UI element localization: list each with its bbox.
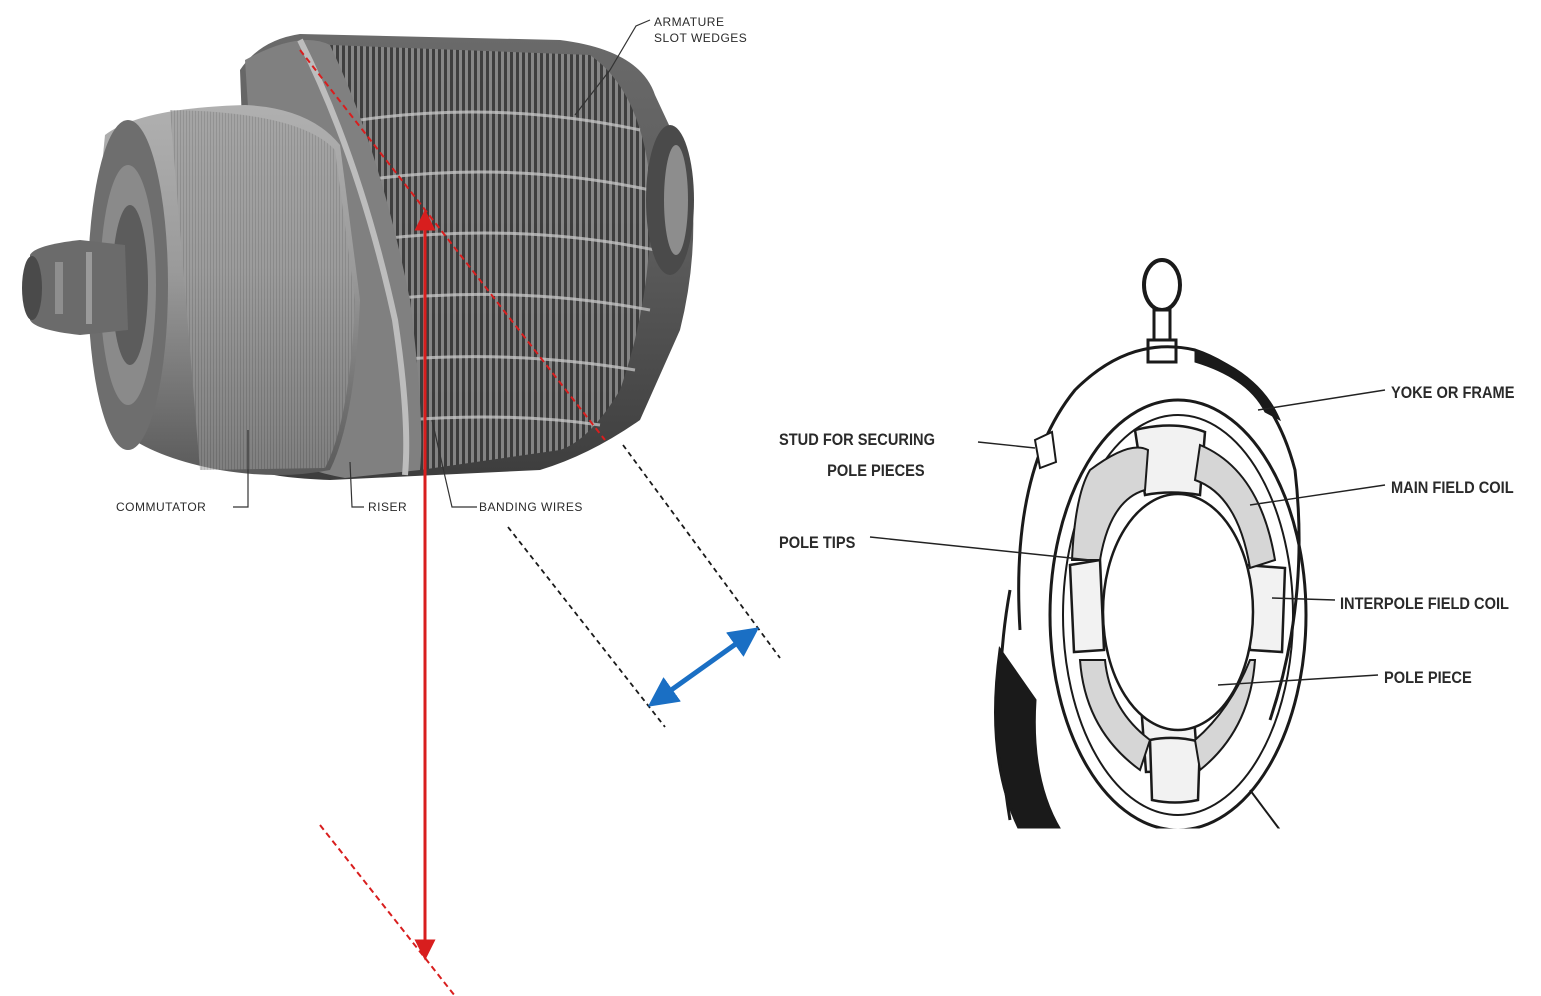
armature-illustration bbox=[22, 34, 694, 480]
frame-leaders bbox=[869, 389, 1386, 686]
main-field-coils bbox=[1070, 443, 1277, 772]
label-pole-tips: POLE TIPS bbox=[779, 533, 856, 552]
label-interpole-field-coil: INTERPOLE FIELD COIL bbox=[1340, 594, 1509, 613]
red-annotations bbox=[299, 49, 606, 996]
label-stud-for-securing: STUD FOR SECURING POLE PIECES bbox=[779, 424, 935, 486]
label-armature-line-2: SLOT WEDGES bbox=[654, 31, 748, 45]
label-commutator: COMMUTATOR bbox=[116, 500, 207, 514]
label-banding-wires: BANDING WIRES bbox=[479, 500, 583, 514]
dashed-guides bbox=[507, 444, 781, 728]
lifting-eye bbox=[1142, 258, 1182, 312]
front-shaft bbox=[30, 240, 128, 335]
frame-bracket bbox=[994, 645, 1063, 832]
armature-leaders bbox=[233, 19, 651, 508]
label-stud-line-1: STUD FOR SECURING bbox=[779, 430, 935, 449]
label-main-field-coil: MAIN FIELD COIL bbox=[1391, 478, 1514, 497]
red-dashed-axis-bottom bbox=[319, 824, 456, 996]
label-stud-line-2: POLE PIECES bbox=[827, 461, 925, 480]
label-riser: RISER bbox=[368, 500, 408, 514]
label-armature-line-1: ARMATURE bbox=[654, 15, 725, 29]
blue-measurement-arrow bbox=[647, 627, 760, 707]
rear-shaft-face bbox=[664, 145, 688, 255]
red-dashed-axis-top bbox=[299, 49, 606, 441]
rim-highlight bbox=[297, 38, 410, 476]
securing-stud bbox=[1033, 430, 1058, 470]
armature-bore bbox=[1101, 492, 1255, 732]
frame-illustration bbox=[990, 258, 1308, 832]
label-armature-slot-wedges: ARMATURE SLOT WEDGES bbox=[654, 14, 747, 46]
label-pole-piece: POLE PIECE bbox=[1384, 668, 1472, 687]
label-yoke-or-frame: YOKE OR FRAME bbox=[1391, 383, 1515, 402]
commutator-bars bbox=[170, 110, 355, 470]
